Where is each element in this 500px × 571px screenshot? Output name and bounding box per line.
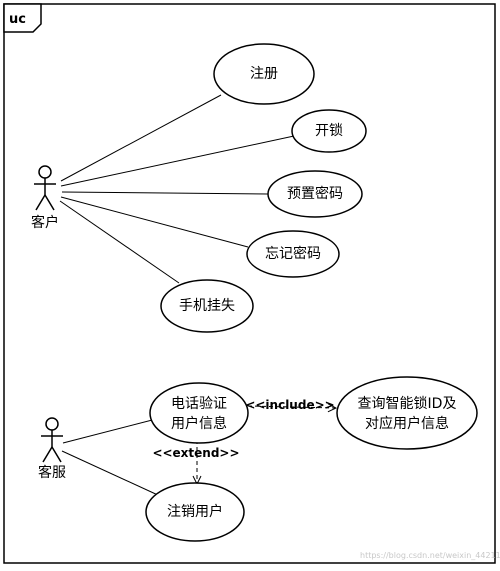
use-case-phone-verify[interactable]: 电话验证 用户信息 bbox=[149, 382, 249, 444]
use-case-forgot-password[interactable]: 忘记密码 bbox=[246, 230, 340, 278]
use-case-report-lost-phone-label: 手机挂失 bbox=[179, 298, 235, 314]
actor-customer-left-leg bbox=[35, 194, 46, 211]
include-arrow bbox=[247, 406, 336, 408]
use-case-cancel-user-label: 注销用户 bbox=[167, 503, 223, 520]
service-associations bbox=[61, 417, 161, 497]
use-case-phone-verify-label-line1: 电话验证 bbox=[171, 396, 227, 412]
include-label: <<include>> bbox=[245, 398, 334, 412]
use-case-unlock-ellipse bbox=[291, 109, 367, 153]
assoc-service-phone-verify bbox=[62, 417, 161, 444]
assoc-customer-report-lost bbox=[59, 200, 180, 284]
use-case-phone-verify-label-line2: 用户信息 bbox=[171, 415, 227, 432]
use-case-forgot-password-label: 忘记密码 bbox=[265, 245, 321, 262]
actor-customer-right-leg bbox=[44, 194, 55, 211]
use-case-cancel-user[interactable]: 注销用户 bbox=[145, 482, 245, 542]
use-case-report-lost-phone[interactable]: 手机挂失 bbox=[160, 279, 254, 333]
actor-service-left-leg bbox=[42, 446, 53, 463]
use-case-register-label: 注册 bbox=[250, 66, 278, 82]
use-case-query-lock[interactable]: 查询智能锁ID及 对应用户信息 bbox=[336, 376, 478, 450]
actor-service[interactable]: 客服 bbox=[38, 417, 66, 481]
watermark-text: https://blog.csdn.net/weixin_44211172 bbox=[360, 551, 500, 560]
actor-service-label: 客服 bbox=[38, 464, 66, 481]
use-case-phone-verify-ellipse bbox=[149, 382, 249, 444]
use-case-query-lock-label-line1: 查询智能锁ID及 bbox=[358, 396, 457, 412]
assoc-service-cancel-user bbox=[61, 450, 161, 497]
use-case-unlock[interactable]: 开锁 bbox=[291, 109, 367, 153]
assoc-customer-register bbox=[60, 94, 222, 182]
use-case-query-lock-ellipse bbox=[336, 376, 478, 450]
use-case-preset-password-label: 预置密码 bbox=[287, 185, 343, 202]
customer-associations bbox=[59, 94, 295, 284]
use-case-preset-password[interactable]: 预置密码 bbox=[267, 170, 363, 218]
use-case-query-lock-label-line2: 对应用户信息 bbox=[365, 415, 449, 432]
use-case-cancel-user-ellipse bbox=[145, 482, 245, 542]
use-case-report-lost-phone-ellipse bbox=[160, 279, 254, 333]
use-case-unlock-label: 开锁 bbox=[315, 123, 343, 139]
assoc-customer-unlock bbox=[60, 135, 295, 187]
actor-customer[interactable]: 客户 bbox=[31, 165, 59, 231]
use-case-forgot-password-ellipse bbox=[246, 230, 340, 278]
use-case-register-ellipse bbox=[213, 43, 315, 105]
use-case-register[interactable]: 注册 bbox=[213, 43, 315, 105]
actor-service-right-leg bbox=[51, 446, 62, 463]
frame-tag-label: uc bbox=[9, 12, 26, 27]
actor-customer-label: 客户 bbox=[31, 214, 59, 231]
actor-customer-head bbox=[38, 165, 52, 179]
actor-service-head bbox=[45, 417, 59, 431]
assoc-customer-forgot-password bbox=[60, 196, 249, 248]
use-case-preset-password-ellipse bbox=[267, 170, 363, 218]
frame-tag-box bbox=[3, 3, 42, 33]
extend-label: <<extend>> bbox=[152, 446, 239, 460]
assoc-customer-preset-password bbox=[61, 191, 269, 195]
